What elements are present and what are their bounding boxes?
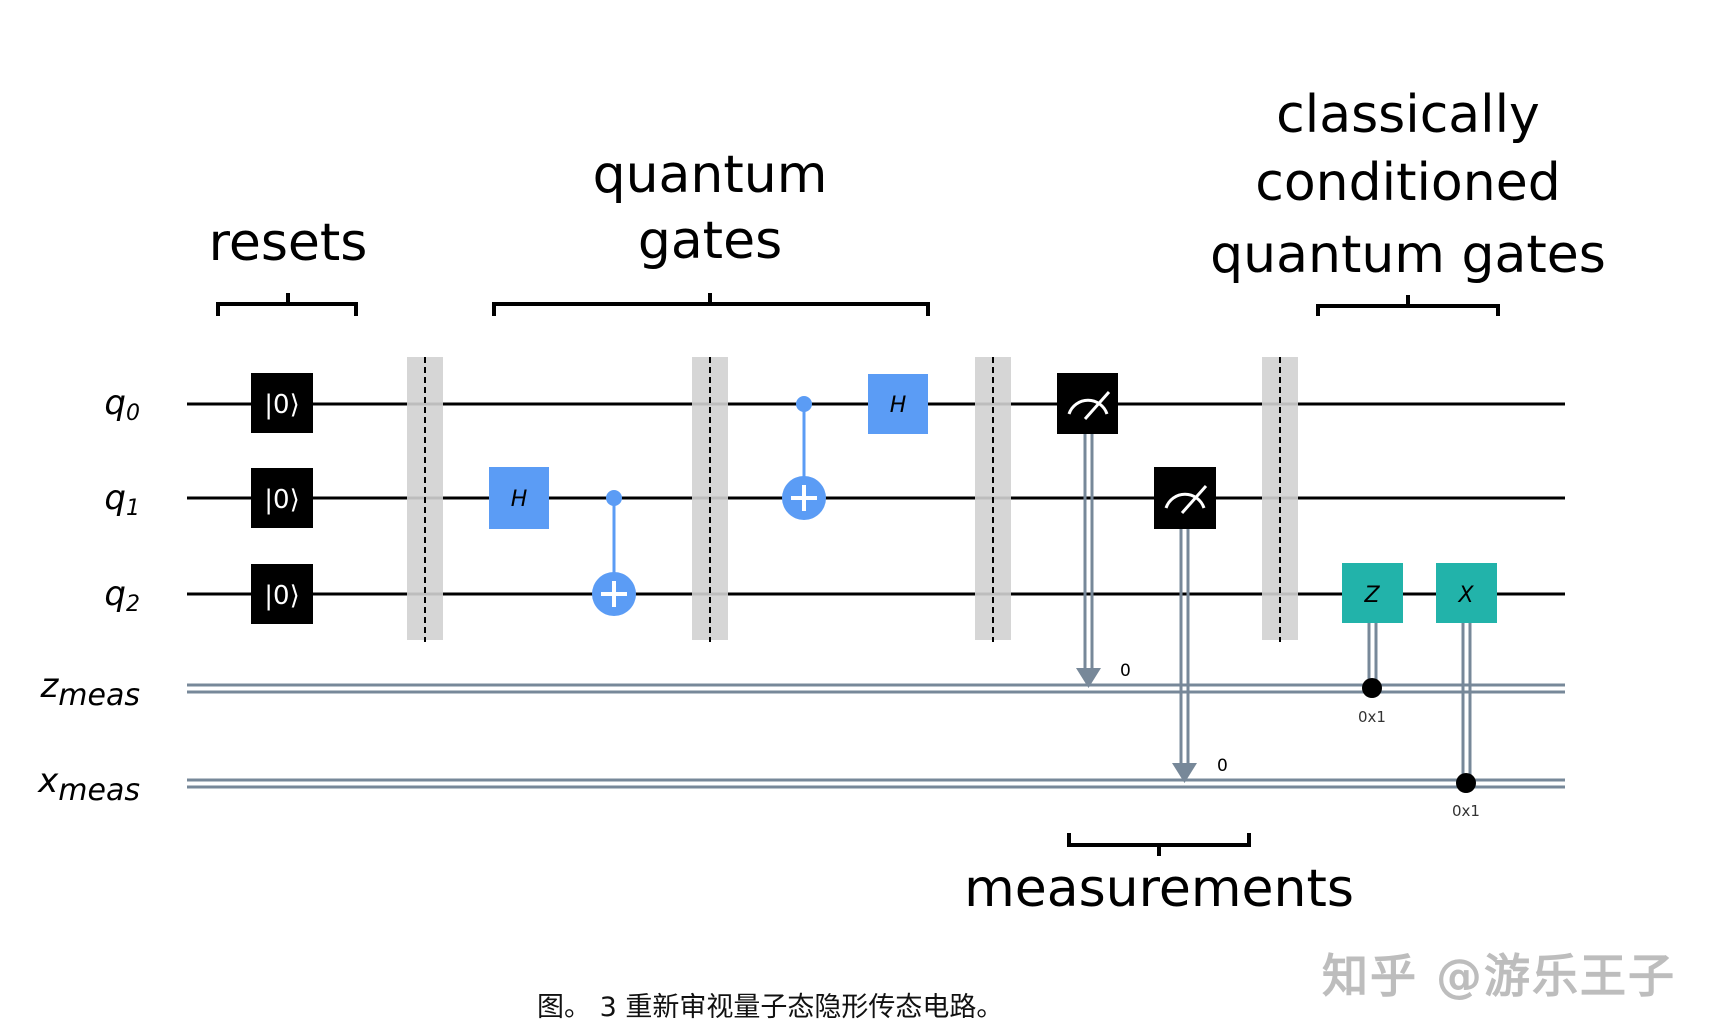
svg-text:|0⟩: |0⟩: [264, 390, 299, 420]
bracket-quantum-gates: [492, 293, 930, 316]
barrier-2: [692, 357, 728, 642]
measure-arrow: [1076, 668, 1101, 688]
reset-gate-q2: |0⟩: [251, 564, 313, 624]
svg-text:X: X: [1457, 583, 1474, 608]
control-dot: [796, 396, 812, 412]
svg-text:0x1: 0x1: [1452, 802, 1480, 820]
cnot-gate-q1-q2: [592, 490, 636, 616]
condition-dot: [1362, 678, 1382, 698]
reset-gate-q1: |0⟩: [251, 468, 313, 528]
svg-text:Z: Z: [1363, 583, 1380, 608]
annotation-quantum-gates-line1: quantum: [593, 145, 828, 205]
barrier-4: [1262, 357, 1298, 642]
barrier-1: [407, 357, 443, 642]
meter-icon: [1067, 398, 1109, 415]
hadamard-gate-q0: H: [868, 374, 928, 434]
svg-text:0x1: 0x1: [1358, 708, 1386, 726]
cnot-gate-q0-q1: [782, 396, 826, 520]
measure-gate-q0: 0: [1057, 373, 1131, 688]
wire-zmeas: [187, 683, 1565, 694]
register-label-q0: q0: [104, 383, 140, 426]
svg-text:H: H: [511, 487, 528, 512]
reset-gate-q0: |0⟩: [251, 373, 313, 433]
annotation-resets: resets: [209, 213, 368, 273]
condition-dot: [1456, 773, 1476, 793]
register-label-xmeas: xmeas: [37, 761, 140, 808]
watermark: 知乎 @游乐王子: [1322, 949, 1677, 1003]
svg-text:0: 0: [1217, 756, 1228, 776]
figure-caption: 图。 3 重新审视量子态隐形传态电路。: [537, 992, 1004, 1023]
annotation-classical-line1: classically: [1276, 85, 1540, 145]
svg-text:|0⟩: |0⟩: [264, 485, 299, 515]
annotation-classical-line3: quantum gates: [1210, 225, 1606, 285]
barrier-3: [975, 357, 1011, 642]
annotation-measurements: measurements: [964, 859, 1354, 919]
conditioned-z-gate: Z 0x1: [1342, 563, 1403, 726]
bracket-resets: [216, 293, 358, 316]
svg-text:0: 0: [1120, 661, 1131, 681]
annotation-quantum-gates-line2: gates: [638, 211, 782, 271]
register-label-zmeas: zmeas: [39, 666, 140, 713]
annotation-classical-line2: conditioned: [1255, 153, 1560, 213]
hadamard-gate-q1: H: [489, 467, 549, 529]
svg-text:H: H: [890, 393, 907, 418]
svg-text:|0⟩: |0⟩: [264, 581, 299, 611]
control-dot: [606, 490, 622, 506]
register-label-q1: q1: [104, 478, 140, 521]
measure-arrow: [1172, 763, 1197, 783]
register-label-q2: q2: [104, 574, 140, 617]
conditioned-x-gate: X 0x1: [1436, 563, 1497, 820]
wire-xmeas: [187, 778, 1565, 789]
measure-gate-q1: 0: [1154, 467, 1228, 783]
bracket-measurements: [1067, 833, 1251, 856]
meter-icon: [1164, 492, 1206, 509]
bracket-classically-conditioned: [1316, 295, 1500, 316]
